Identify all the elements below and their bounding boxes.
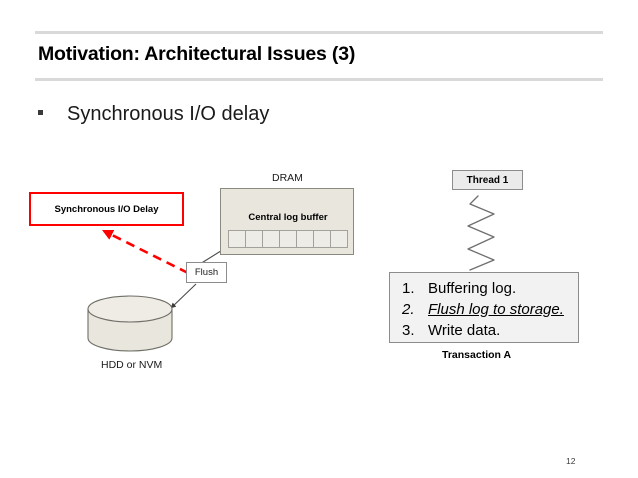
buffer-cell	[296, 230, 313, 248]
connector-flush-to-storage	[170, 283, 197, 309]
header-divider-bottom	[35, 78, 603, 81]
thread-box: Thread 1	[452, 170, 523, 190]
connector-sync-io-delay-dashed	[102, 229, 189, 275]
page-number: 12	[566, 456, 576, 466]
transaction-label: Transaction A	[442, 349, 512, 361]
step-text: Write data.	[428, 322, 501, 339]
central-log-buffer-cells	[228, 230, 348, 248]
thread-label: Thread 1	[466, 174, 509, 186]
bullet-text: Synchronous I/O delay	[67, 103, 270, 125]
buffer-cell	[313, 230, 330, 248]
buffer-cell	[330, 230, 348, 248]
dram-label: DRAM	[272, 172, 303, 184]
step-number: 1.	[402, 280, 415, 297]
storage-label: HDD or NVM	[101, 359, 163, 371]
buffer-cell	[245, 230, 262, 248]
step-number: 3.	[402, 322, 415, 339]
transaction-step: 1. Buffering log.	[402, 278, 578, 299]
square-bullet-icon	[38, 110, 43, 115]
sync-io-delay-callout: Synchronous I/O Delay	[29, 192, 184, 226]
bullet-row: Synchronous I/O delay	[38, 103, 269, 126]
buffer-cell	[228, 230, 245, 248]
transaction-step: 2. Flush log to storage.	[402, 299, 578, 320]
storage-cylinder-icon	[87, 295, 173, 352]
header-divider-top	[35, 31, 603, 34]
transaction-steps-box: 1. Buffering log. 2. Flush log to storag…	[389, 272, 579, 343]
buffer-cell	[262, 230, 279, 248]
sync-io-delay-label: Synchronous I/O Delay	[54, 203, 159, 215]
flush-box: Flush	[186, 262, 227, 283]
step-text: Flush log to storage.	[428, 301, 564, 318]
step-text: Buffering log.	[428, 280, 517, 297]
thread-activity-squiggle-icon	[467, 195, 495, 271]
dram-box: Central log buffer	[220, 188, 354, 255]
transaction-step: 3. Write data.	[402, 320, 578, 341]
page-title: Motivation: Architectural Issues (3)	[38, 43, 356, 65]
step-number: 2.	[402, 301, 415, 318]
flush-label: Flush	[194, 267, 219, 278]
buffer-cell	[279, 230, 296, 248]
central-log-buffer-label: Central log buffer	[248, 212, 328, 223]
